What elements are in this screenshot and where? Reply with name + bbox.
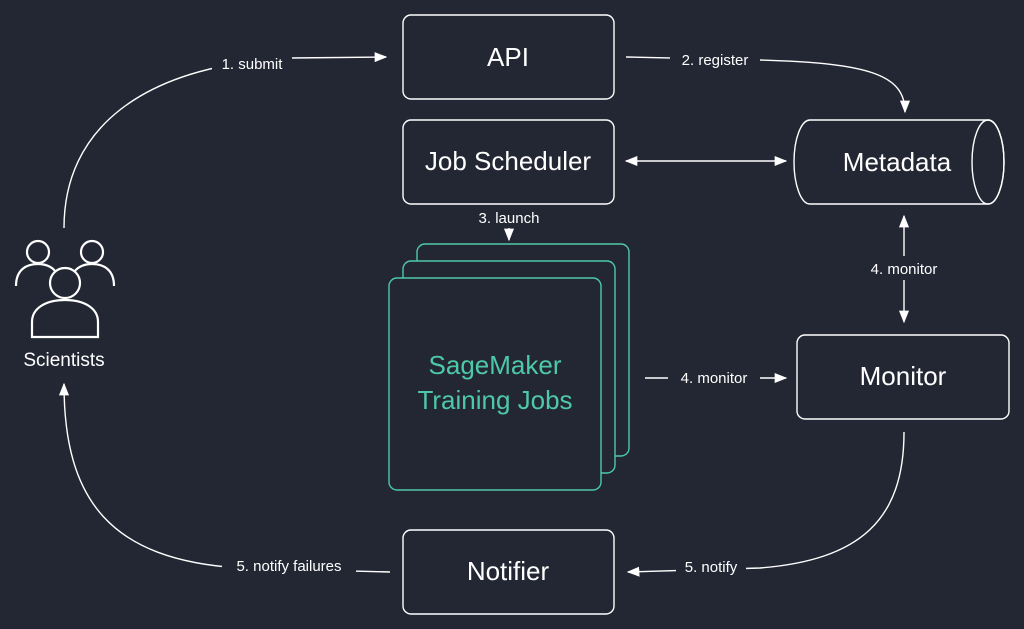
scientists-label: Scientists: [23, 350, 104, 371]
job-scheduler-node: [402, 119, 615, 205]
training-job-card-front: [388, 277, 602, 491]
monitor-label: Monitor: [860, 361, 947, 391]
notifier-label: Notifier: [467, 556, 550, 586]
api-node: [402, 14, 615, 100]
edge-register: [625, 56, 911, 114]
api-label: API: [487, 42, 529, 72]
edge-label-notify: 5. notify: [685, 559, 738, 576]
edge-label-launch: 3. launch: [479, 210, 540, 227]
monitor-node: [796, 334, 1010, 420]
edge-submit: [63, 52, 388, 229]
training-jobs-label-line1: SageMaker: [429, 350, 562, 380]
notifier-node: [402, 529, 615, 615]
training-jobs-label-line2: Training Jobs: [417, 385, 572, 415]
training-jobs-node: [388, 243, 630, 491]
edge-label-monitor-metadata: 4. monitor: [871, 261, 938, 278]
job-scheduler-label: Job Scheduler: [425, 146, 592, 176]
edge-label-submit: 1. submit: [222, 56, 284, 73]
edge-notify-failures: [58, 382, 391, 573]
edge-label-notify-failures: 5. notify failures: [236, 558, 341, 575]
people-group-icon: [14, 239, 116, 339]
edge-notify: [626, 431, 905, 577]
edge-label-register: 2. register: [682, 52, 749, 69]
edge-label-monitor-jobs: 4. monitor: [681, 370, 748, 387]
metadata-label: Metadata: [843, 147, 952, 177]
metadata-node: [793, 119, 1005, 205]
